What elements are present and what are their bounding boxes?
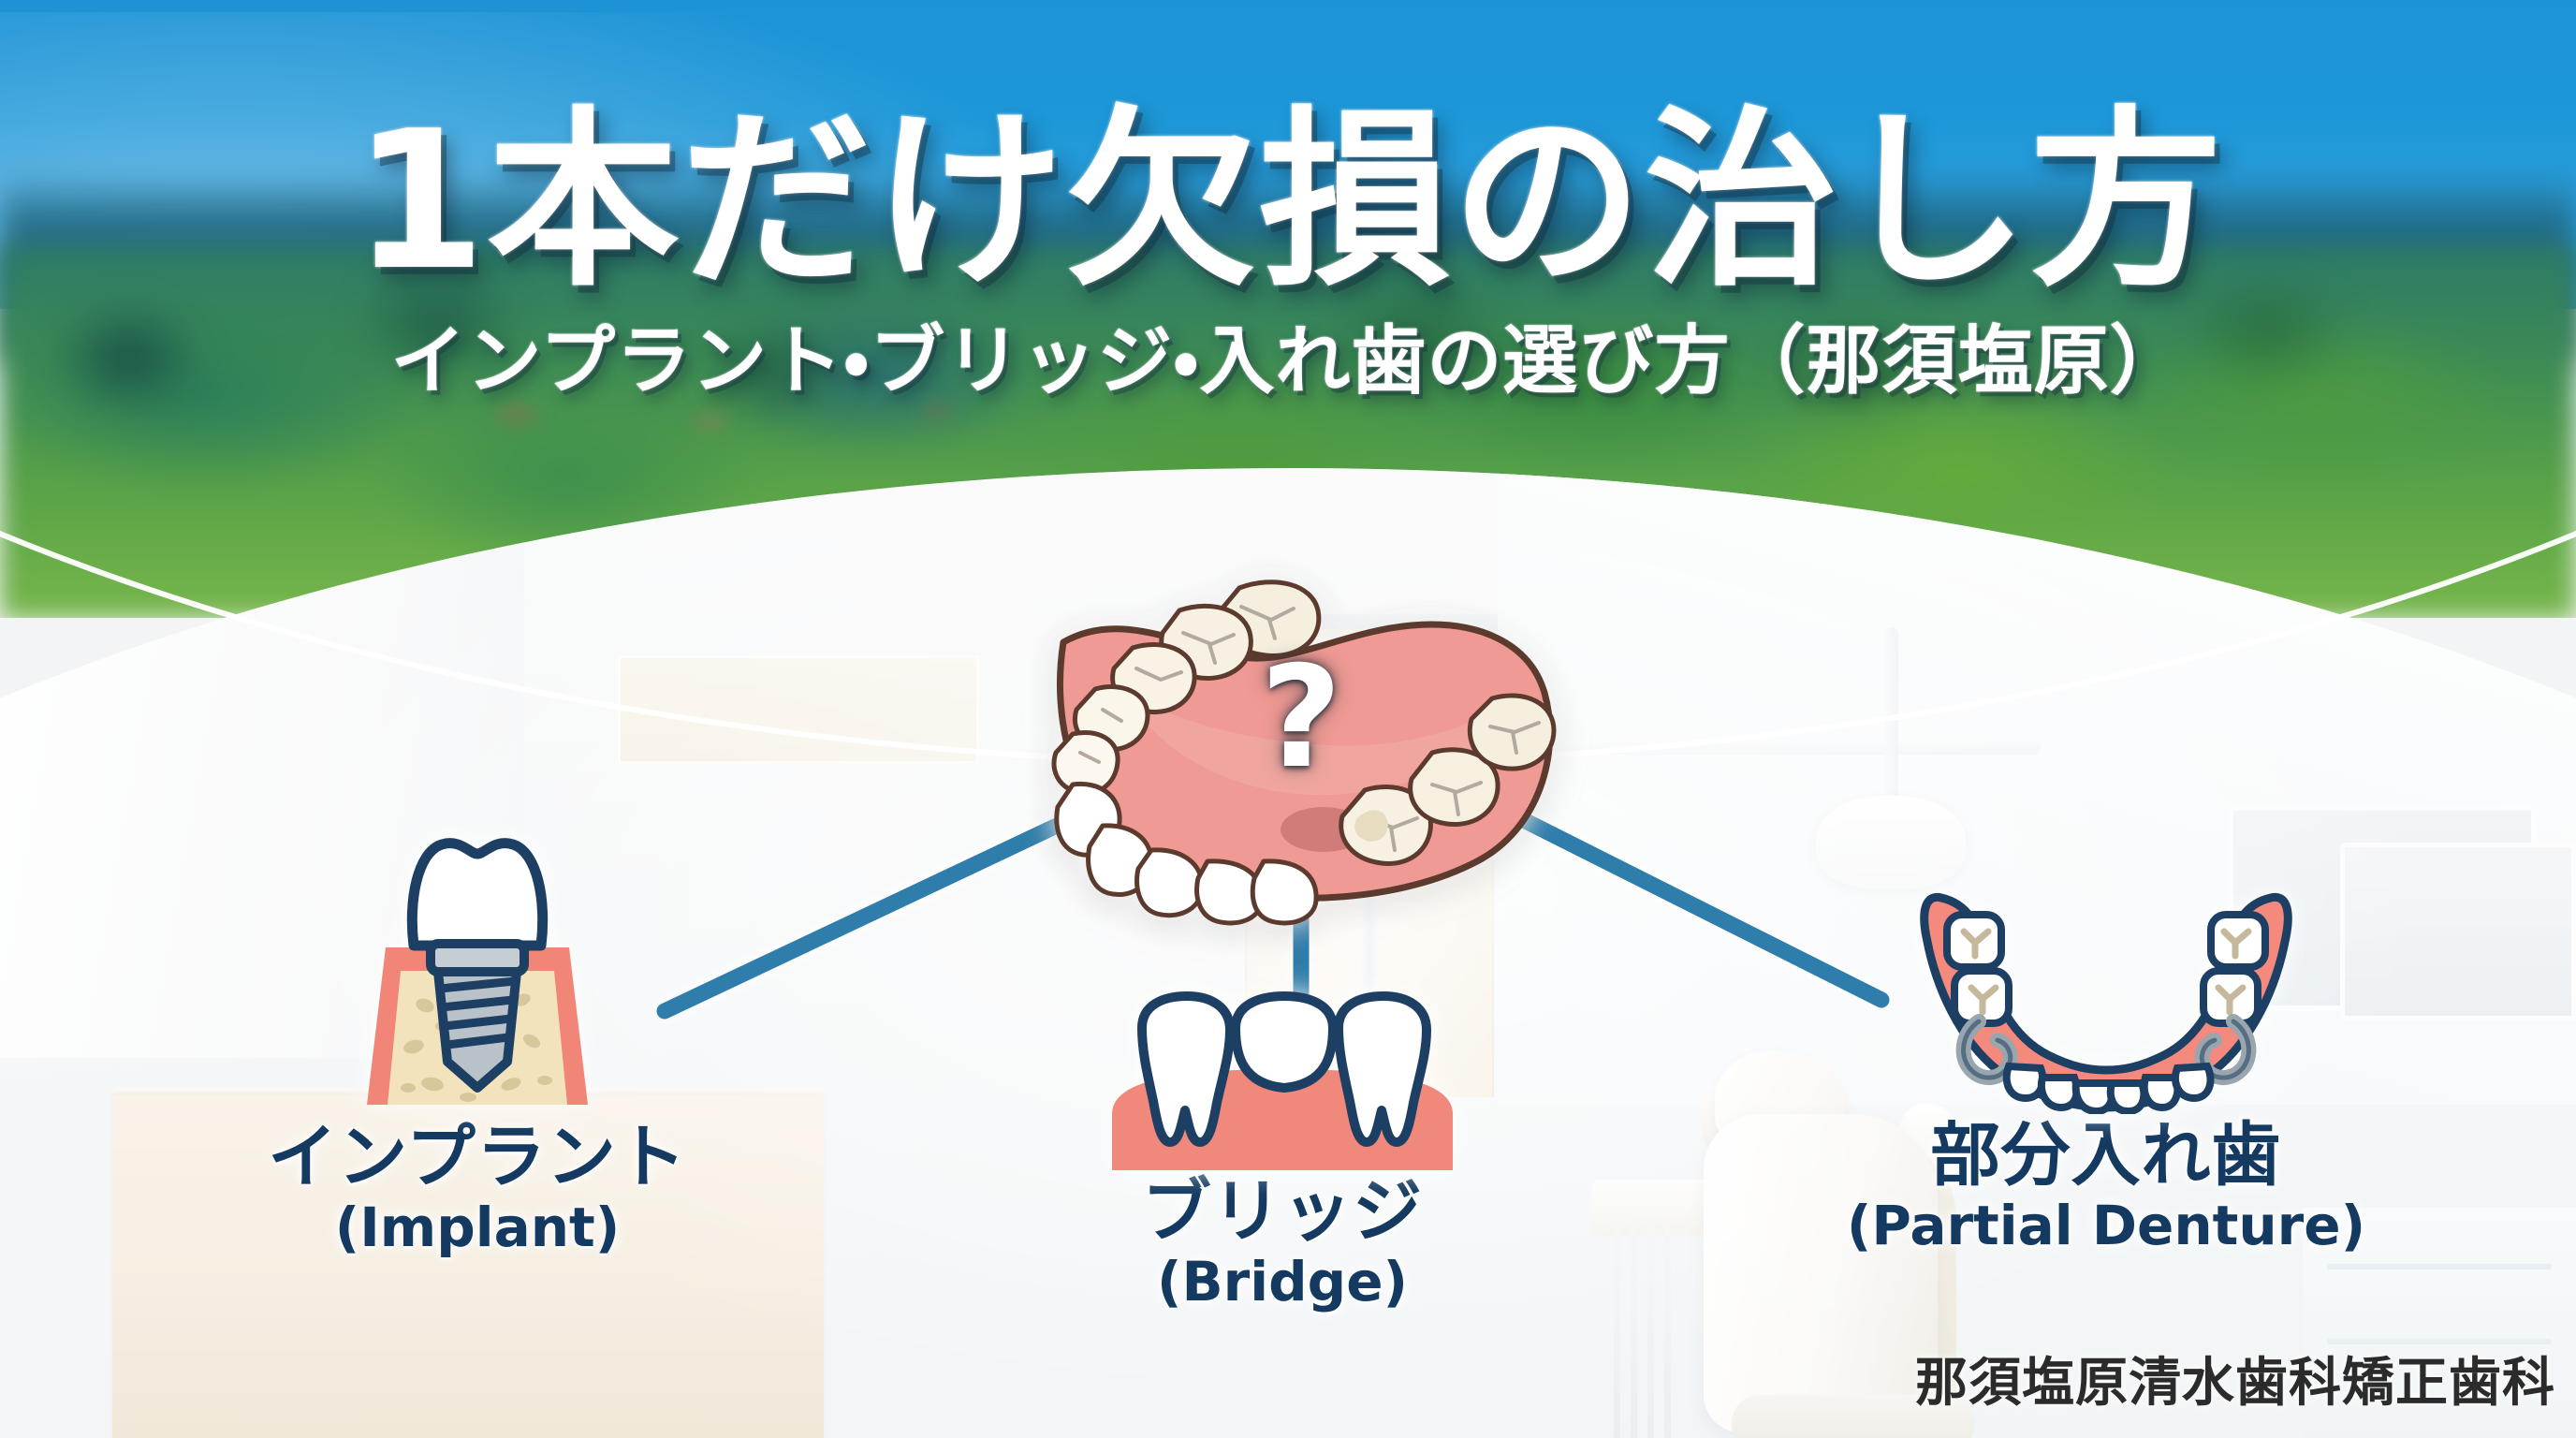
implant-crown <box>406 838 549 951</box>
operating-light-arm <box>1885 627 1898 805</box>
partial-denture-arch-icon <box>1920 892 2292 1116</box>
option-denture-label-jp: 部分入れ歯 <box>1930 1115 2282 1196</box>
clinic-name: 那須塩原清水歯科矯正歯科 <box>1915 1352 2555 1414</box>
wall-picture-frame <box>618 655 979 764</box>
option-implant: インプラント (Implant) <box>187 807 768 1257</box>
option-implant-label-jp: インプラント <box>268 1117 687 1197</box>
option-bridge: ブリッジ (Bridge) <box>1020 983 1544 1312</box>
question-mark: ? <box>1260 637 1342 800</box>
bridge-abutment-left <box>1137 991 1235 1147</box>
clinic-logo: 那須塩原清水歯科矯正歯科 <box>1900 1333 2555 1423</box>
bridge-abutment-right <box>1334 991 1431 1147</box>
option-implant-label-en: (Implant) <box>334 1196 621 1260</box>
option-bridge-label-en: (Bridge) <box>1156 1250 1409 1314</box>
instrument-hoses <box>1614 1226 1717 1438</box>
three-unit-bridge-icon <box>1112 991 1453 1170</box>
implant-screw-in-bone-icon <box>367 838 588 1105</box>
village-rooftops <box>412 382 1288 448</box>
ceiling-rail <box>1554 740 2041 755</box>
page-subtitle: インプラント・ブリッジ・入れ歯の選び方（那須塩原） <box>390 317 2186 405</box>
option-denture-label-en: (Partial Denture) <box>1846 1194 2366 1258</box>
page-title: 1本だけ欠損の治し方 <box>353 91 2223 313</box>
bridge-pontic <box>1231 991 1338 1093</box>
option-bridge-label-jp: ブリッジ <box>1142 1171 1423 1252</box>
headline-block: 1本だけ欠損の治し方 インプラント・ブリッジ・入れ歯の選び方（那須塩原） <box>0 91 2576 405</box>
option-denture: 部分入れ歯 (Partial Denture) <box>1807 866 2406 1255</box>
